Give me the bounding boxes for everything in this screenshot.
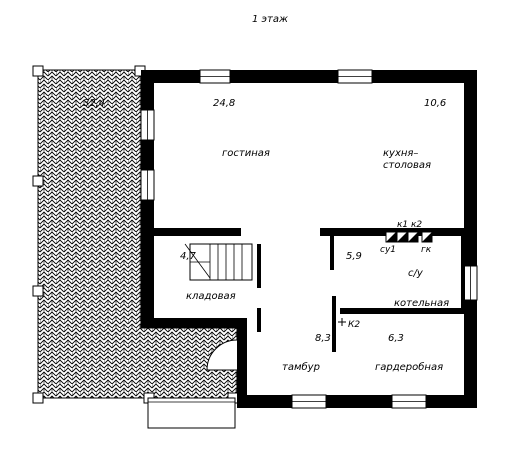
vestibule-area: 8,3	[315, 333, 331, 344]
boiler-fixtures	[385, 231, 433, 243]
staircase	[184, 243, 253, 281]
vestibule-name: тамбур	[282, 361, 320, 373]
fixture-k2: к2	[411, 220, 422, 230]
wardrobe-name: гардеробная	[375, 361, 443, 373]
fixture-k1: к1	[397, 220, 408, 230]
kitchen-area: 10,6	[424, 98, 446, 109]
kitchen-name-line1: кухня–	[383, 148, 418, 159]
fixture-gk: гк	[421, 245, 432, 255]
living-area: 24,8	[213, 98, 235, 109]
fixture-su1: су1	[380, 245, 396, 255]
storage-area: 4,7	[180, 251, 197, 262]
floor-title: 1 этаж	[252, 14, 288, 25]
living-name: гостиная	[222, 148, 270, 159]
terrace-area: 32,4	[83, 98, 105, 109]
kitchen-name-line2: столовая	[383, 160, 431, 171]
storage-name: кладовая	[186, 291, 236, 302]
entrance-door-swing	[206, 339, 238, 371]
riser-k2-marker	[338, 318, 346, 326]
entrance-porch	[147, 397, 236, 429]
riser-k2-label: К2	[348, 320, 360, 330]
boiler-label: с/у	[408, 268, 424, 279]
boiler-name: котельная	[394, 298, 449, 309]
wardrobe-area: 6,3	[388, 333, 404, 344]
bathroom-area: 5,9	[346, 251, 362, 262]
